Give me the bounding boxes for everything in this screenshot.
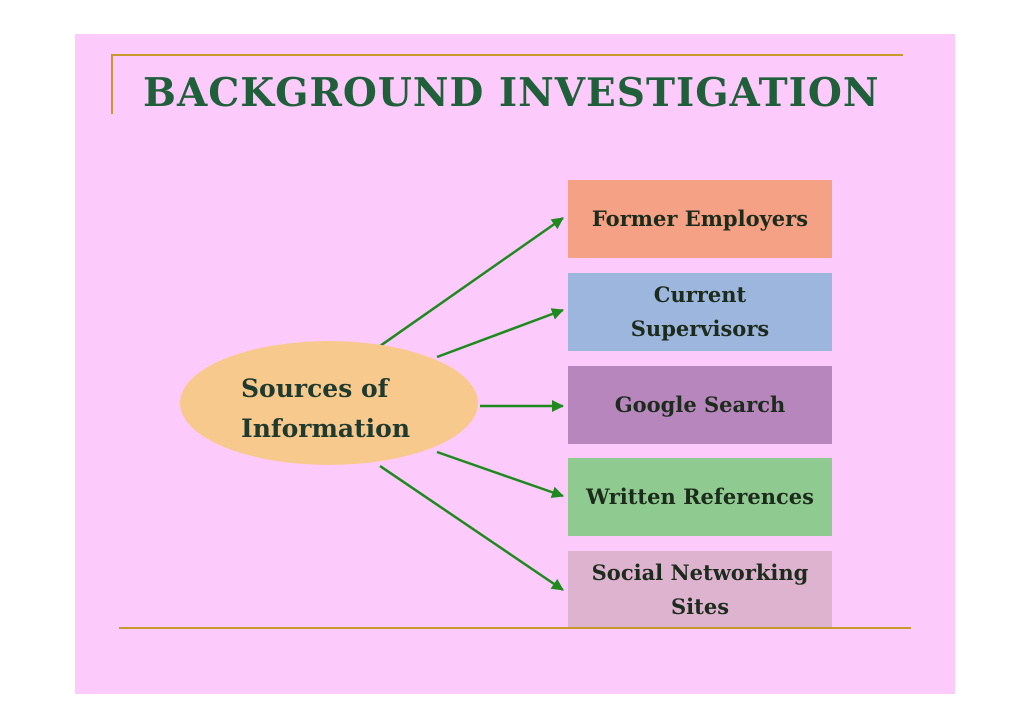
arrow-to-former-employers [379,216,564,348]
source-box-social-networking-sites: Social Networking Sites [568,551,832,629]
source-label: Google Search [614,392,786,417]
source-label: Current Supervisors [630,282,770,341]
slide-title: BACKGROUND INVESTIGATION [143,70,880,116]
source-box-written-references: Written References [568,458,832,536]
source-label: Former Employers [591,206,809,231]
sources-of-information-node [180,341,478,465]
source-box-former-employers: Former Employers [568,180,832,258]
top-rule-corner [111,54,113,114]
top-rule [111,54,903,56]
arrow-to-written-references [436,450,564,499]
source-label: Written References [586,484,814,509]
arrow-to-social-networking-sites [379,464,564,592]
source-label: Social Networking Sites [591,560,809,619]
arrows-layer [379,216,564,592]
source-box-google-search: Google Search [568,366,832,444]
source-box-current-supervisors: Current Supervisors [568,273,832,351]
bottom-rule [119,627,911,629]
slide: BACKGROUND INVESTIGATION Sources of Info… [75,34,955,694]
arrow-to-current-supervisors [436,308,564,359]
sources-of-information-label: Sources of Information [241,374,411,443]
